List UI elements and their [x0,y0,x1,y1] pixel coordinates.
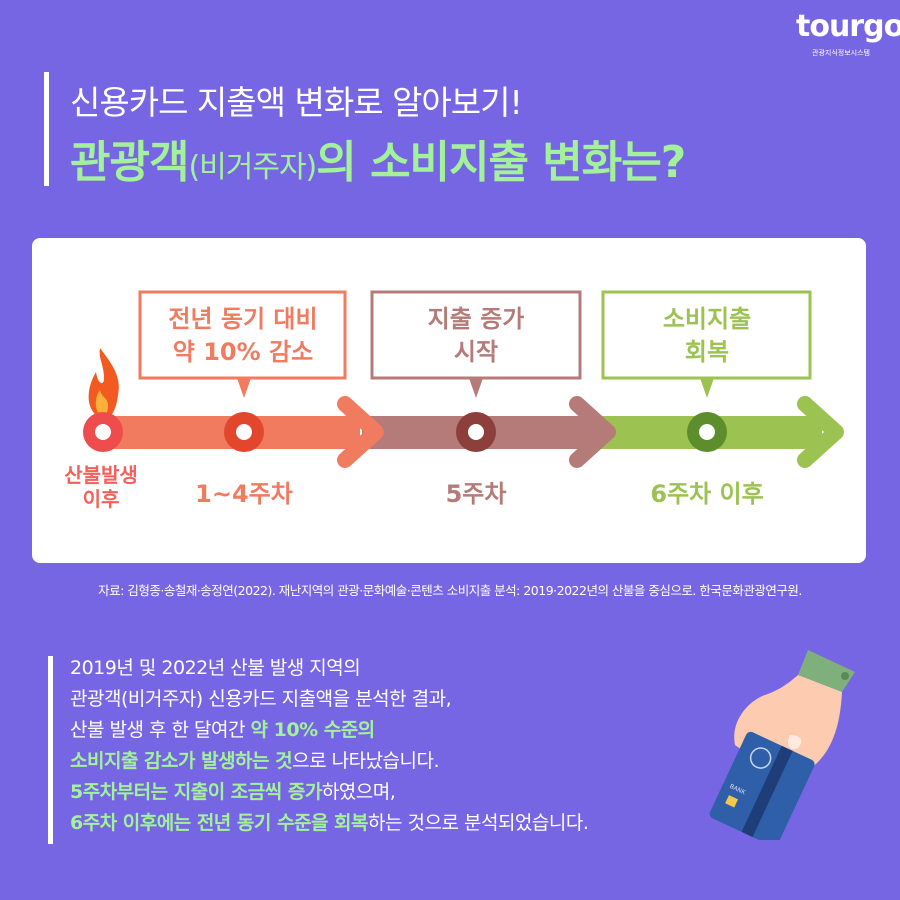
start-label: 산불발생 [64,463,138,487]
callout-text: 소비지출 [663,305,751,333]
marker-center [468,424,484,440]
summary-line: 산불 발생 후 한 달여간 약 10% 수준의 [70,715,588,746]
stage-1-label: 1~4주차 [195,480,293,508]
title-paren: (비거주자) [188,150,317,185]
callout-text: 지출 증가 [428,305,525,333]
marker-center [95,424,111,440]
summary-text: 2019년 및 2022년 산불 발생 지역의 관광객(비거주자) 신용카드 지… [70,653,589,839]
text: 하는 것으로 분석되었습니다. [368,812,589,834]
stage-1-callout: 전년 동기 대비 약 10% 감소 [138,290,347,398]
stage-3-callout: 소비지출 회복 [601,290,812,398]
title-part: 의 소비지출 변화는? [316,137,686,188]
title-part: 관광객 [70,137,189,188]
source-citation: 자료: 김형종·송철재·송정연(2022). 재난지역의 관광·문화예술·콘텐츠… [98,583,802,598]
start-label: 이후 [83,487,120,511]
fire-icon [88,348,119,420]
marker-center [236,424,252,440]
arrowhead-3 [797,396,844,468]
stage-2-label: 5주차 [446,480,507,508]
arrowhead-1 [337,396,384,468]
logo-subtitle: 관광지식정보시스템 [812,49,870,57]
title-accent-bar [44,72,49,186]
stage-3-label: 6주차 이후 [650,480,763,508]
summary-line: 관광객(비거주자) 신용카드 지출액을 분석한 결과, [70,688,452,710]
stage-2-callout: 지출 증가 시작 [370,290,582,398]
summary-line: 6주차 이후에는 전년 동기 수준을 회복하는 것으로 분석되었습니다. [70,808,589,839]
tourgo-logo: tourgo 관광지식정보시스템 [796,9,900,58]
hand-holding-card-illustration: BANK [709,650,855,840]
text: 으로 나타났습니다. [292,750,440,772]
page-subtitle: 신용카드 지출액 변화로 알아보기! [70,83,523,122]
highlight: 소비지출 감소가 발생하는 것 [70,750,293,772]
highlight: 5주차부터는 지출이 조금씩 증가 [70,781,322,803]
highlight: 6주차 이후에는 전년 동기 수준을 회복 [70,812,369,834]
text: 산불 발생 후 한 달여간 [70,719,251,741]
body-accent-bar [48,656,53,844]
callout-text: 약 10% 감소 [173,338,313,366]
summary-line: 5주차부터는 지출이 조금씩 증가하였으며, [70,777,588,808]
callout-text: 시작 [454,338,498,366]
arrowhead-2 [569,396,616,468]
callout-text: 전년 동기 대비 [168,305,317,333]
logo-wordmark: tourgo [796,9,900,44]
summary-line: 소비지출 감소가 발생하는 것으로 나타났습니다. [70,746,588,777]
callout-text: 회복 [685,338,729,366]
marker-center [699,424,715,440]
summary-line: 2019년 및 2022년 산불 발생 지역의 [70,657,361,679]
highlight: 약 10% 수준의 [250,719,376,741]
text: 하였으며, [321,781,396,803]
page-title: 관광객(비거주자)의 소비지출 변화는? [70,126,686,190]
